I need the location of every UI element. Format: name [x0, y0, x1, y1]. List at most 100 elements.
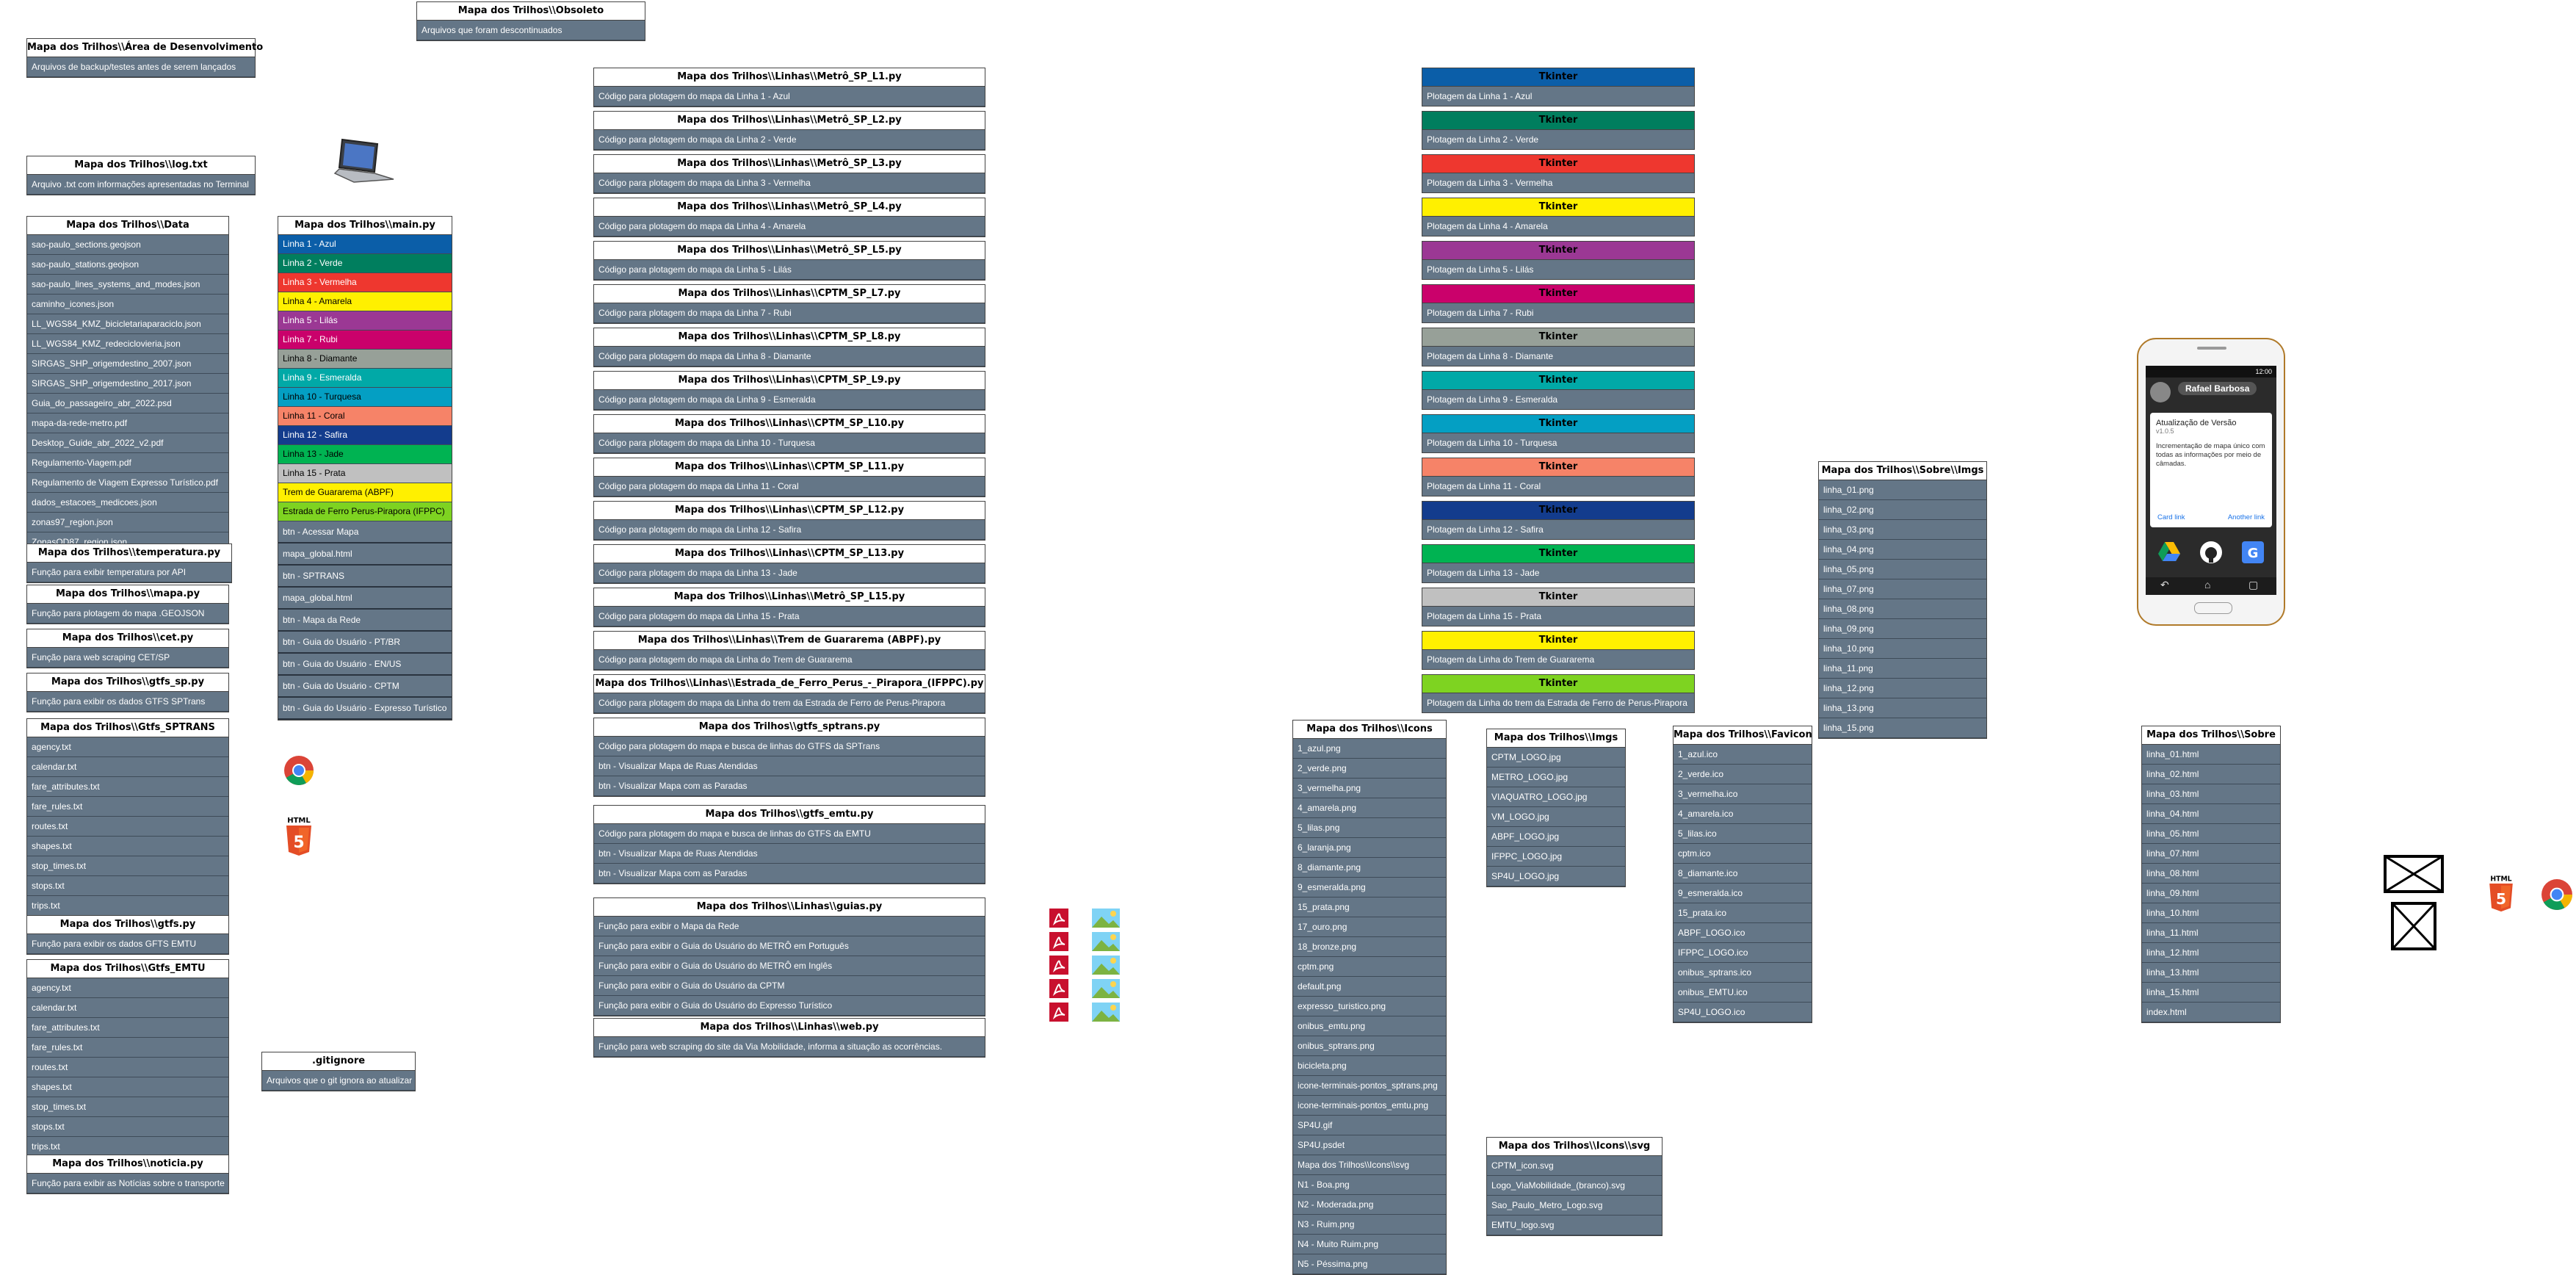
tkinter-title: Tkinter: [1422, 68, 1694, 87]
home-icon[interactable]: ⌂: [2204, 579, 2211, 590]
main-button-item[interactable]: mapa_global.html: [278, 588, 452, 610]
image-icon: [1092, 909, 1120, 928]
linhas-7-row: Código para plotagem do mapa da Linha 9 …: [594, 390, 985, 410]
main-line-item[interactable]: Linha 11 - Coral: [278, 407, 452, 426]
card-link[interactable]: Card link: [2157, 513, 2185, 521]
icons-row: 2_verde.png: [1293, 759, 1446, 779]
main-line-item[interactable]: Trem de Guararema (ABPF): [278, 483, 452, 502]
tkinter-plot-label: Plotagem da Linha 5 - Lilás: [1427, 264, 1534, 275]
nav-bar: ↶ ⌂ ▢: [2146, 577, 2276, 595]
data-row: Regulamento-Viagem.pdf: [27, 453, 228, 473]
main-line-item[interactable]: Linha 12 - Safira: [278, 426, 452, 445]
tkinter-plot-label: Plotagem da Linha 3 - Vermelha: [1427, 178, 1553, 188]
recents-icon[interactable]: ▢: [2248, 579, 2259, 590]
linhas-8-table: Mapa dos Trilhos\\Linhas\\CPTM_SP_L10.py…: [593, 414, 985, 454]
icons-row: bicicleta.png: [1293, 1056, 1446, 1076]
gtfs_sptrans-row: agency.txt: [27, 737, 228, 757]
tkinter-plot-label: Plotagem da Linha 2 - Verde: [1427, 134, 1539, 145]
web-title: Mapa dos Trilhos\\Linhas\\web.py: [594, 1019, 985, 1037]
sobre_imgs-row: linha_13.png: [1819, 698, 1986, 718]
main-line-item[interactable]: Linha 13 - Jade: [278, 445, 452, 464]
chrome-icon: [2541, 879, 2572, 910]
favicon-row: cptm.ico: [1674, 844, 1812, 864]
main-line-item[interactable]: Linha 4 - Amarela: [278, 292, 452, 311]
main-line-item[interactable]: Linha 3 - Vermelha: [278, 273, 452, 292]
sobre_imgs-row: linha_04.png: [1819, 540, 1986, 560]
linhas-14-table: Mapa dos Trilhos\\Linhas\\Estrada_de_Fer…: [593, 674, 985, 714]
user-name: Rafael Barbosa: [2178, 382, 2257, 395]
sobre-row: linha_13.html: [2142, 963, 2280, 983]
sobre_imgs-row: linha_01.png: [1819, 480, 1986, 500]
main-line-item[interactable]: Linha 15 - Prata: [278, 464, 452, 483]
main-line-item[interactable]: Linha 5 - Lilás: [278, 311, 452, 331]
gtfs_emtu-row: agency.txt: [27, 978, 228, 998]
icons-row: SP4U.psdet: [1293, 1135, 1446, 1155]
data-row: LL_WGS84_KMZ_redeciclovieria.json: [27, 334, 228, 354]
gtfs_emtu-row: calendar.txt: [27, 998, 228, 1018]
tkinter-plot-label: Plotagem da Linha 4 - Amarela: [1427, 221, 1548, 231]
gtfs_emtu-row: fare_attributes.txt: [27, 1018, 228, 1038]
linhas-13-table: Mapa dos Trilhos\\Linhas\\Trem de Guarar…: [593, 631, 985, 671]
linhas-16-row: btn - Visualizar Mapa com as Paradas: [594, 864, 985, 884]
main-button-item[interactable]: btn - Guia do Usuário - PT/BR: [278, 632, 452, 654]
main-line-item[interactable]: Linha 8 - Diamante: [278, 350, 452, 369]
pdf-icon: [1049, 956, 1068, 975]
sobre_imgs-row: linha_11.png: [1819, 659, 1986, 679]
drive-icon[interactable]: [2157, 541, 2181, 563]
icons-row: icone-terminais-pontos_emtu.png: [1293, 1096, 1446, 1116]
main-line-item[interactable]: Linha 10 - Turquesa: [278, 388, 452, 407]
svg-text:G: G: [2248, 546, 2259, 561]
back-icon[interactable]: ↶: [2160, 579, 2169, 590]
imgs-row: VM_LOGO.jpg: [1487, 807, 1625, 827]
google-icon[interactable]: G: [2241, 541, 2265, 564]
gtfs_emtu-row: trips.txt: [27, 1137, 228, 1157]
main-line-item[interactable]: Linha 7 - Rubi: [278, 331, 452, 350]
main-button-item[interactable]: mapa_global.html: [278, 543, 452, 566]
user-header: Rafael Barbosa: [2146, 378, 2276, 407]
another-link[interactable]: Another link: [2227, 513, 2265, 521]
main-button-item[interactable]: btn - Mapa da Rede: [278, 610, 452, 632]
linhas-14-title: Mapa dos Trilhos\\Linhas\\Estrada_de_Fer…: [594, 675, 985, 693]
main-button-item[interactable]: btn - SPTRANS: [278, 566, 452, 588]
favicon-row: 2_verde.ico: [1674, 765, 1812, 784]
laptop-icon: [333, 138, 394, 183]
icons-row: 1_azul.png: [1293, 739, 1446, 759]
linhas-1-title: Mapa dos Trilhos\\Linhas\\Metrô_SP_L2.py: [594, 112, 985, 130]
sobre-row: linha_04.html: [2142, 804, 2280, 824]
svg-text:5: 5: [293, 834, 304, 852]
linhas-12-table: Mapa dos Trilhos\\Linhas\\Metrô_SP_L15.p…: [593, 588, 985, 627]
main-line-item[interactable]: Linha 2 - Verde: [278, 254, 452, 273]
icons-row: SP4U.gif: [1293, 1116, 1446, 1135]
main-line-item[interactable]: Estrada de Ferro Perus-Pirapora (IFPPC): [278, 502, 452, 521]
main-button-item[interactable]: btn - Acessar Mapa: [278, 521, 452, 543]
imgs-title: Mapa dos Trilhos\\Imgs: [1487, 729, 1625, 748]
sobre-row: linha_11.html: [2142, 923, 2280, 943]
main-line-item[interactable]: Linha 1 - Azul: [278, 235, 452, 254]
main-line-item[interactable]: Linha 9 - Esmeralda: [278, 369, 452, 388]
favicon-row: 15_prata.ico: [1674, 903, 1812, 923]
main-button-item[interactable]: btn - Guia do Usuário - CPTM: [278, 676, 452, 698]
main-button-item[interactable]: btn - Guia do Usuário - Expresso Turísti…: [278, 698, 452, 720]
favicon-row: ABPF_LOGO.ico: [1674, 923, 1812, 943]
imgs-row: CPTM_LOGO.jpg: [1487, 748, 1625, 767]
gitignore-row: Arquivos que o git ignora ao atualizar: [262, 1071, 415, 1091]
github-icon[interactable]: [2199, 541, 2223, 564]
sobre-row: linha_08.html: [2142, 864, 2280, 884]
pdf-icon: [1049, 932, 1068, 951]
linhas-16-title: Mapa dos Trilhos\\gtfs_emtu.py: [594, 806, 985, 824]
main-button-item[interactable]: btn - Guia do Usuário - EN/US: [278, 654, 452, 676]
sobre-row: linha_10.html: [2142, 903, 2280, 923]
sobre_imgs-row: linha_03.png: [1819, 520, 1986, 540]
favicon-row: 4_amarela.ico: [1674, 804, 1812, 824]
gtfs_sp-title: Mapa dos Trilhos\\gtfs_sp.py: [27, 673, 228, 692]
sobre-row: index.html: [2142, 1003, 2280, 1022]
html5-icon: HTML 5: [286, 817, 311, 856]
